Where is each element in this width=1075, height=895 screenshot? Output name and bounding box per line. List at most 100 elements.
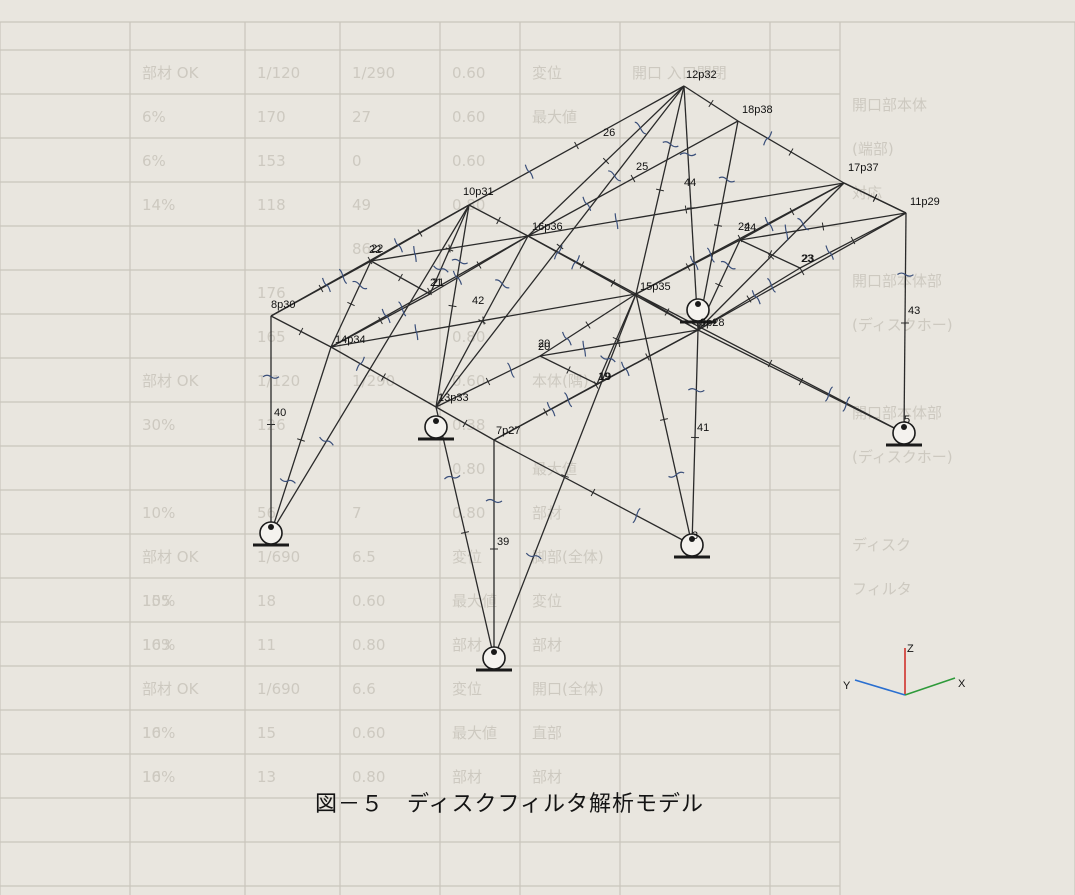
member-ticks bbox=[262, 99, 914, 560]
bg-table-cell: 最大値 bbox=[452, 592, 497, 610]
bg-table-cell: 部材 bbox=[532, 636, 562, 654]
bg-side-label: (端部) bbox=[852, 140, 894, 158]
bg-table-cell: 1/120 bbox=[257, 64, 300, 82]
bg-table-cell: 155 bbox=[142, 592, 171, 610]
section-symbol bbox=[279, 478, 296, 484]
node-label: 23 bbox=[802, 253, 814, 265]
section-symbol bbox=[507, 362, 515, 379]
bg-table-cell: 6.6 bbox=[352, 680, 376, 698]
member-tick bbox=[460, 531, 470, 534]
member-tick bbox=[378, 316, 383, 325]
bg-table-cell: 16 bbox=[142, 768, 161, 786]
section-symbol bbox=[582, 340, 587, 357]
member-tick bbox=[685, 263, 691, 271]
bg-table-cell: 変位 bbox=[532, 64, 562, 82]
section-symbol bbox=[561, 331, 572, 346]
member-tick bbox=[543, 408, 548, 416]
member-tick bbox=[448, 304, 457, 308]
bg-table-cell: 最大値 bbox=[452, 724, 497, 742]
bg-table-cell: 10% bbox=[142, 724, 175, 742]
pin-support-icon bbox=[476, 646, 512, 672]
section-symbol bbox=[582, 196, 592, 211]
y-axis bbox=[854, 679, 906, 696]
bg-table-cell: 170 bbox=[257, 108, 286, 126]
bg-table-cell: 86 bbox=[352, 240, 371, 258]
section-symbol bbox=[767, 277, 776, 293]
member-tick bbox=[561, 474, 569, 478]
member-tick bbox=[448, 244, 451, 253]
bg-table-cell: 118 bbox=[257, 196, 286, 214]
member-tick bbox=[593, 381, 599, 389]
member-tick bbox=[574, 141, 579, 150]
x-axis bbox=[904, 677, 956, 696]
member-tick bbox=[398, 273, 403, 282]
bg-table-cell: 16 bbox=[142, 724, 161, 742]
member-number-label: 23 bbox=[801, 253, 813, 265]
member-tick bbox=[767, 250, 773, 258]
bg-table-cell: 変位 bbox=[532, 592, 562, 610]
node-label: 15p35 bbox=[640, 281, 671, 293]
axis-triad: ZXY bbox=[843, 643, 966, 696]
node-label: 19 bbox=[599, 371, 611, 383]
bg-table-cell: 0.80 bbox=[352, 768, 385, 786]
bg-table-cell: 10% bbox=[142, 504, 175, 522]
section-symbol bbox=[452, 270, 463, 285]
bg-side-label: 開口部本体 bbox=[852, 96, 927, 114]
bg-table-cell: 49 bbox=[352, 196, 371, 214]
bg-table-cell: 0.80 bbox=[452, 460, 485, 478]
bg-table-cell: 10% bbox=[142, 636, 175, 654]
section-symbol bbox=[381, 308, 391, 324]
member-number-label: 25 bbox=[636, 161, 648, 173]
x-axis-label: X bbox=[958, 678, 966, 690]
section-symbol bbox=[687, 387, 705, 393]
member-tick bbox=[789, 207, 795, 216]
bg-side-label: (ディスクホー) bbox=[852, 448, 953, 466]
member-number-label: 26 bbox=[603, 127, 615, 139]
bg-table-cell: 1/290 bbox=[352, 64, 395, 82]
bg-table-cell: 部材 bbox=[532, 504, 562, 522]
figure-caption: 図－５ ディスクフィルタ解析モデル bbox=[315, 792, 705, 817]
node-label: 7p27 bbox=[496, 425, 520, 437]
bg-table-cell: 11 bbox=[257, 636, 276, 654]
section-symbol bbox=[668, 471, 685, 478]
section-symbol bbox=[632, 507, 641, 524]
section-symbol bbox=[706, 247, 715, 263]
member-number-label: 19 bbox=[598, 371, 610, 383]
member-tick bbox=[659, 418, 669, 421]
section-symbol bbox=[718, 176, 735, 183]
bg-table-cell: 0.80 bbox=[452, 504, 485, 522]
section-symbol bbox=[600, 355, 616, 363]
member-tick bbox=[664, 308, 670, 316]
bg-table-cell: 部材 bbox=[452, 768, 482, 786]
bg-table-cell: 6% bbox=[142, 152, 166, 170]
member-tick bbox=[445, 247, 454, 252]
bg-table-cell: 部材 bbox=[452, 636, 482, 654]
member-tick bbox=[715, 282, 723, 288]
bg-table-cell: 部材 OK bbox=[142, 372, 200, 390]
member-tick bbox=[788, 148, 794, 156]
bg-table-cell: 10% bbox=[142, 592, 175, 610]
pin-support-icon bbox=[418, 415, 454, 441]
member-tick bbox=[298, 327, 304, 336]
member-tick bbox=[496, 216, 501, 225]
bg-table-cell: 0.60 bbox=[352, 724, 385, 742]
node-label: 16p36 bbox=[532, 221, 563, 233]
member-tick bbox=[610, 279, 616, 287]
bg-table-cell: 10% bbox=[142, 768, 175, 786]
bg-table-cell: 6.5 bbox=[352, 548, 376, 566]
node-label: 17p37 bbox=[848, 162, 879, 174]
section-symbol bbox=[444, 475, 461, 480]
section-symbol bbox=[495, 279, 510, 289]
bg-table-cell: 本体(隅) bbox=[532, 372, 589, 390]
bg-side-label: 開口部本体部 bbox=[852, 272, 942, 290]
section-symbol bbox=[751, 290, 761, 305]
node-label: 14p34 bbox=[335, 334, 366, 346]
section-symbol bbox=[525, 552, 542, 560]
member-tick bbox=[746, 295, 752, 303]
member-tick bbox=[798, 377, 804, 386]
member-tick bbox=[684, 205, 688, 214]
member-tick bbox=[297, 438, 305, 442]
section-symbol bbox=[262, 374, 280, 379]
member-tick bbox=[482, 316, 485, 325]
